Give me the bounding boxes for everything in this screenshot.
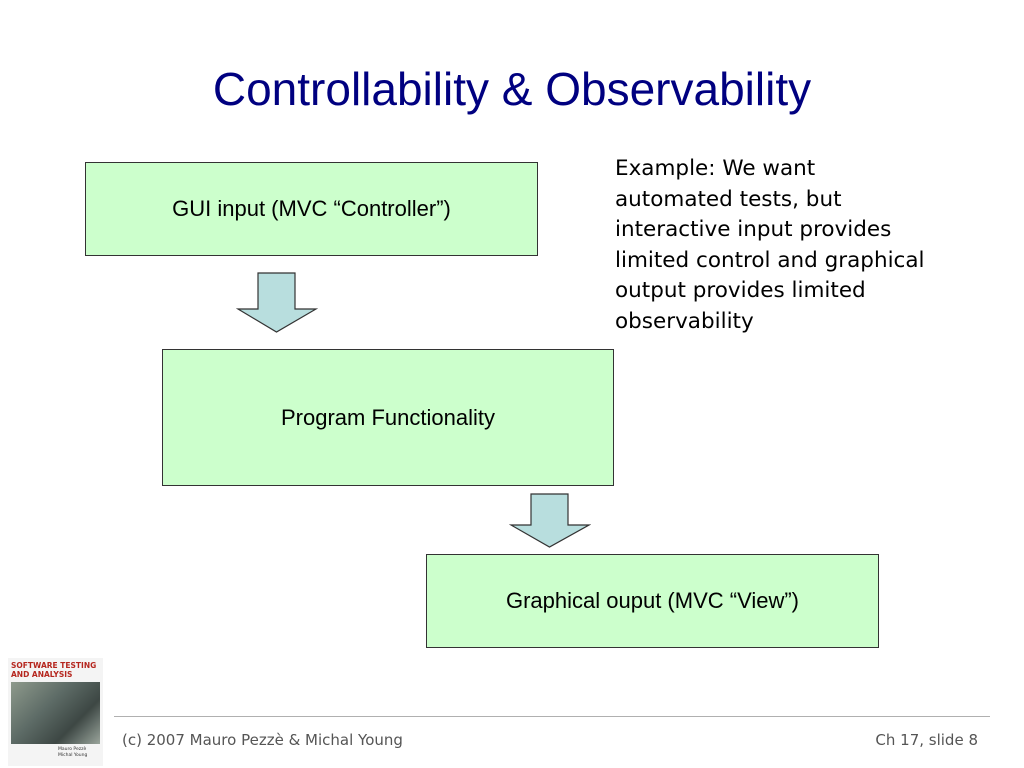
book-cover-photo xyxy=(11,682,100,744)
footer-slide-number: Ch 17, slide 8 xyxy=(875,731,978,749)
example-line: limited control and graphical xyxy=(615,247,925,273)
book-cover-author: Mauro Pezzè xyxy=(58,747,87,752)
footer-divider xyxy=(114,716,990,717)
graphical-output-box: Graphical ouput (MVC “View”) xyxy=(426,554,879,648)
book-cover-title: SOFTWARE TESTING AND ANALYSIS xyxy=(8,658,103,679)
example-line: Example: We want xyxy=(615,156,816,181)
book-cover-author: Michal Young xyxy=(58,753,88,758)
book-cover-image: SOFTWARE TESTING AND ANALYSIS Mauro Pezz… xyxy=(8,658,103,766)
graphical-output-label: Graphical ouput (MVC “View”) xyxy=(505,588,800,613)
program-functionality-label: Program Functionality xyxy=(281,404,495,430)
example-line: automated tests, but xyxy=(615,186,842,212)
program-functionality-box: Program Functionality xyxy=(162,349,614,486)
example-line: interactive input provides xyxy=(615,217,892,242)
down-arrow-icon xyxy=(509,493,591,548)
example-text: Example: We want automated tests, but in… xyxy=(615,154,1010,337)
down-arrow-icon xyxy=(236,272,318,333)
example-line: observability xyxy=(615,308,754,334)
example-line: output provides limited xyxy=(615,278,866,303)
book-cover-authors: Mauro Pezzè Michal Young xyxy=(58,747,87,759)
slide-title: Controllability & Observability xyxy=(212,63,812,115)
book-cover-title-line: AND ANALYSIS xyxy=(11,670,73,679)
footer-copyright: (c) 2007 Mauro Pezzè & Michal Young xyxy=(122,731,403,749)
gui-input-box: GUI input (MVC “Controller”) xyxy=(85,162,538,256)
book-cover-title-line: SOFTWARE TESTING xyxy=(11,661,97,670)
gui-input-label: GUI input (MVC “Controller”) xyxy=(172,196,451,221)
